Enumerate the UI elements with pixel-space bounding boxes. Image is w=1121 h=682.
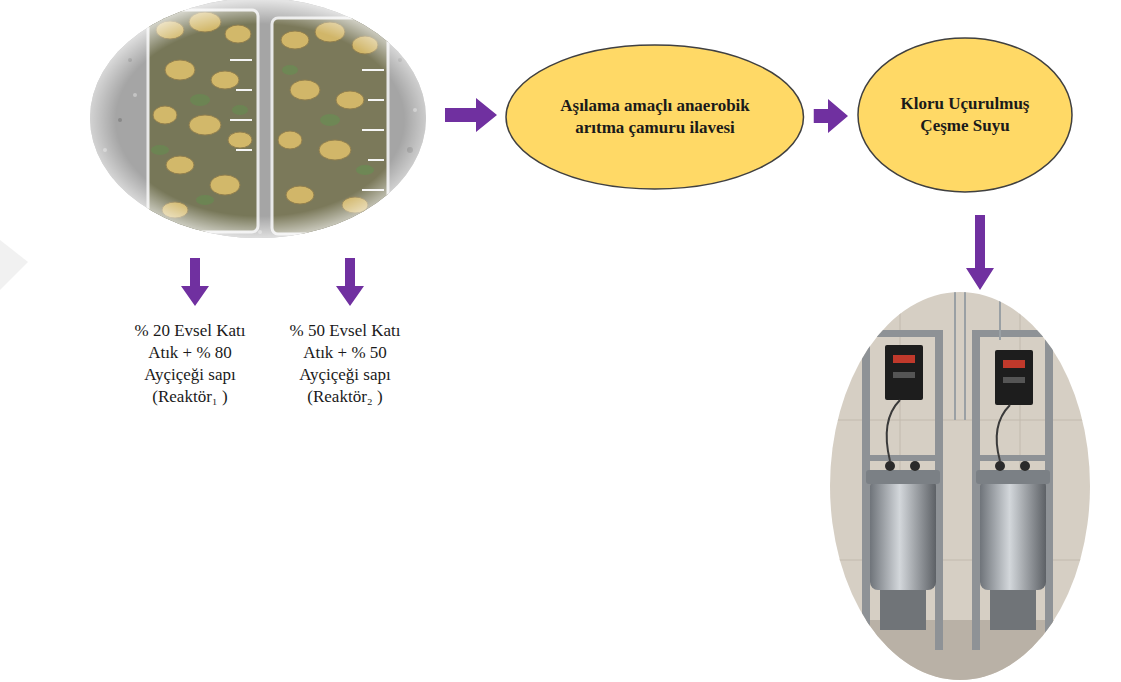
node-label: Kloru Uçurulmuş Çeşme Suyu <box>900 93 1030 137</box>
node-text-group: Kloru Uçurulmuş Çeşme Suyu <box>900 93 1030 137</box>
down-arrow <box>966 215 994 290</box>
ellipse-shape <box>506 45 804 189</box>
node-text-group: Aşılama amaçlı anaerobik arıtma çamuru i… <box>560 95 750 139</box>
ellipse-node: Aşılama amaçlı anaerobik arıtma çamuru i… <box>505 44 805 190</box>
mixture-label: % 50 Evsel Katı Atık + % 50 Ayçiçeği sap… <box>280 320 410 408</box>
right-arrow <box>445 98 497 132</box>
corner-mark <box>0 240 28 290</box>
reactors-photo <box>820 280 1100 682</box>
flow-arrow <box>814 99 848 133</box>
ellipse-shape <box>858 38 1072 192</box>
beakers-photo <box>80 0 440 240</box>
node-label: Aşılama amaçlı anaerobik arıtma çamuru i… <box>560 95 750 139</box>
down-arrow <box>181 258 209 306</box>
mixture-label: % 20 Evsel Katı Atık + % 80 Ayçiçeği sap… <box>125 320 255 408</box>
ellipse-outline <box>857 37 1073 193</box>
ellipse-node: Kloru Uçurulmuş Çeşme Suyu <box>857 37 1073 193</box>
ellipse-outline <box>505 44 805 190</box>
down-arrow <box>336 258 364 306</box>
